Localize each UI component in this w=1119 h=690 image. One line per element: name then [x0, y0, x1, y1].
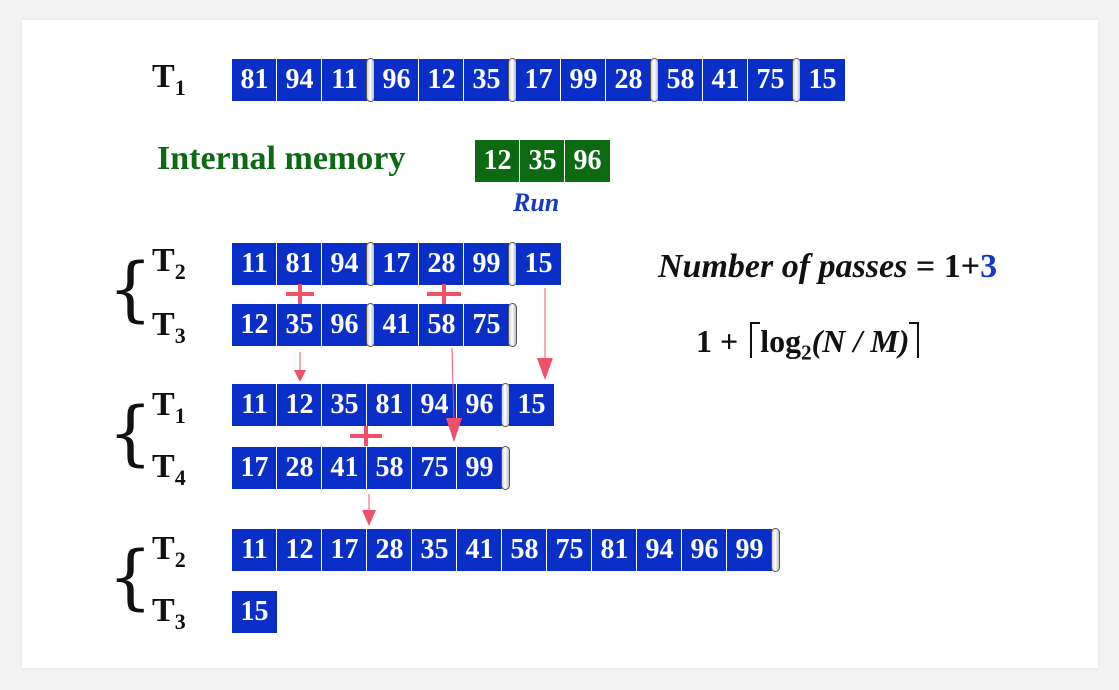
tape-cell: 99 [561, 59, 606, 101]
tape-cell: 35 [412, 529, 457, 571]
arrows [294, 288, 553, 526]
tape-cell: 41 [374, 304, 419, 346]
memory-cell: 12 [475, 140, 520, 182]
tape-cell: 58 [419, 304, 464, 346]
tape-cell: 81 [232, 59, 277, 101]
tape-cell: 94 [322, 243, 367, 285]
tape-cell: 58 [367, 447, 412, 489]
formula-base: 2 [801, 340, 812, 365]
tape-label-t2-pass3: T2 [152, 530, 186, 572]
passes-formula: 1 + log2(N / M) [696, 322, 920, 365]
tape-cell: 11 [322, 59, 367, 101]
tape-cell: 35 [322, 384, 367, 426]
run-end-marker [501, 446, 510, 490]
tape-cell: 15 [800, 59, 845, 101]
tape-cell: 99 [464, 243, 509, 285]
tape-cell: 75 [412, 447, 457, 489]
brace-pass-1: { [108, 248, 153, 330]
tape-cell: 35 [277, 304, 322, 346]
tape-cell: 28 [419, 243, 464, 285]
tape-cell: 75 [748, 59, 793, 101]
tape-label-t3: T3 [152, 306, 186, 348]
tape-cell: 96 [457, 384, 502, 426]
plus-mark-1 [286, 284, 314, 304]
tape-cell: 75 [464, 304, 509, 346]
formula-one-plus: 1 + [696, 323, 739, 359]
plus-mark-3 [350, 426, 382, 446]
tape-cell: 75 [547, 529, 592, 571]
tape-label-t3-pass3: T3 [152, 592, 186, 634]
run-label: Run [513, 188, 560, 217]
tape-cell: 41 [457, 529, 502, 571]
tape-cell: 15 [232, 591, 277, 633]
run-end-marker [771, 528, 780, 572]
tape-cell: 96 [322, 304, 367, 346]
tape-cell: 12 [277, 529, 322, 571]
tape-cell: 11 [232, 243, 277, 285]
tape-cell: 15 [509, 384, 554, 426]
tape-label-t1-pass2: T1 [152, 386, 186, 428]
passes-eq: = 1+ [915, 248, 981, 285]
tape-label-t1: T1 [152, 58, 186, 100]
tape-cell: 58 [502, 529, 547, 571]
tape-cell: 12 [419, 59, 464, 101]
tape-cell: 81 [277, 243, 322, 285]
tape-cell: 17 [516, 59, 561, 101]
arrow-t3-to-t1 [294, 352, 306, 382]
tape-cell: 81 [592, 529, 637, 571]
tape-cell: 28 [606, 59, 651, 101]
passes-count: 3 [980, 248, 998, 285]
tape-cell: 99 [727, 529, 772, 571]
memory-cell: 35 [520, 140, 565, 182]
passes-text: Number of passes [658, 248, 908, 285]
formula-arg: (N / M) [811, 323, 910, 359]
tape-cell: 17 [374, 243, 419, 285]
tape-cell: 11 [232, 384, 277, 426]
memory-cell: 96 [565, 140, 610, 182]
brace-pass-3: { [108, 536, 153, 618]
run-end-marker [508, 303, 517, 347]
tape-cell: 28 [277, 447, 322, 489]
tape-cell: 81 [367, 384, 412, 426]
plus-mark-2 [427, 284, 461, 304]
arrow-15-to-t1 [537, 288, 553, 380]
tape-cell: 12 [277, 384, 322, 426]
tape-cell: 15 [516, 243, 561, 285]
tape-cell: 11 [232, 529, 277, 571]
tape-cell: 28 [367, 529, 412, 571]
ceil-right [909, 322, 920, 358]
tape-label-t4: T4 [152, 448, 186, 490]
plus-marks [286, 284, 461, 446]
arrow-t4-to-t2 [362, 494, 376, 526]
tape-cell: 17 [232, 447, 277, 489]
tape-cell: 94 [637, 529, 682, 571]
tape-cell: 41 [322, 447, 367, 489]
tape-cell: 41 [703, 59, 748, 101]
ceil-left [750, 322, 761, 358]
tape-cell: 94 [277, 59, 322, 101]
tape-cell: 99 [457, 447, 502, 489]
number-of-passes: Number of passes = 1+3 [658, 248, 997, 286]
tape-cell: 58 [658, 59, 703, 101]
arrow-58-to-t4 [446, 347, 462, 442]
tape-label-t2: T2 [152, 242, 186, 284]
tape-cell: 12 [232, 304, 277, 346]
tape-cell: 96 [682, 529, 727, 571]
internal-memory-label: Internal memory [157, 140, 406, 177]
brace-pass-2: { [108, 392, 153, 474]
tape-cell: 96 [374, 59, 419, 101]
tape-cell: 17 [322, 529, 367, 571]
tape-cell: 35 [464, 59, 509, 101]
formula-log: log [760, 323, 802, 359]
